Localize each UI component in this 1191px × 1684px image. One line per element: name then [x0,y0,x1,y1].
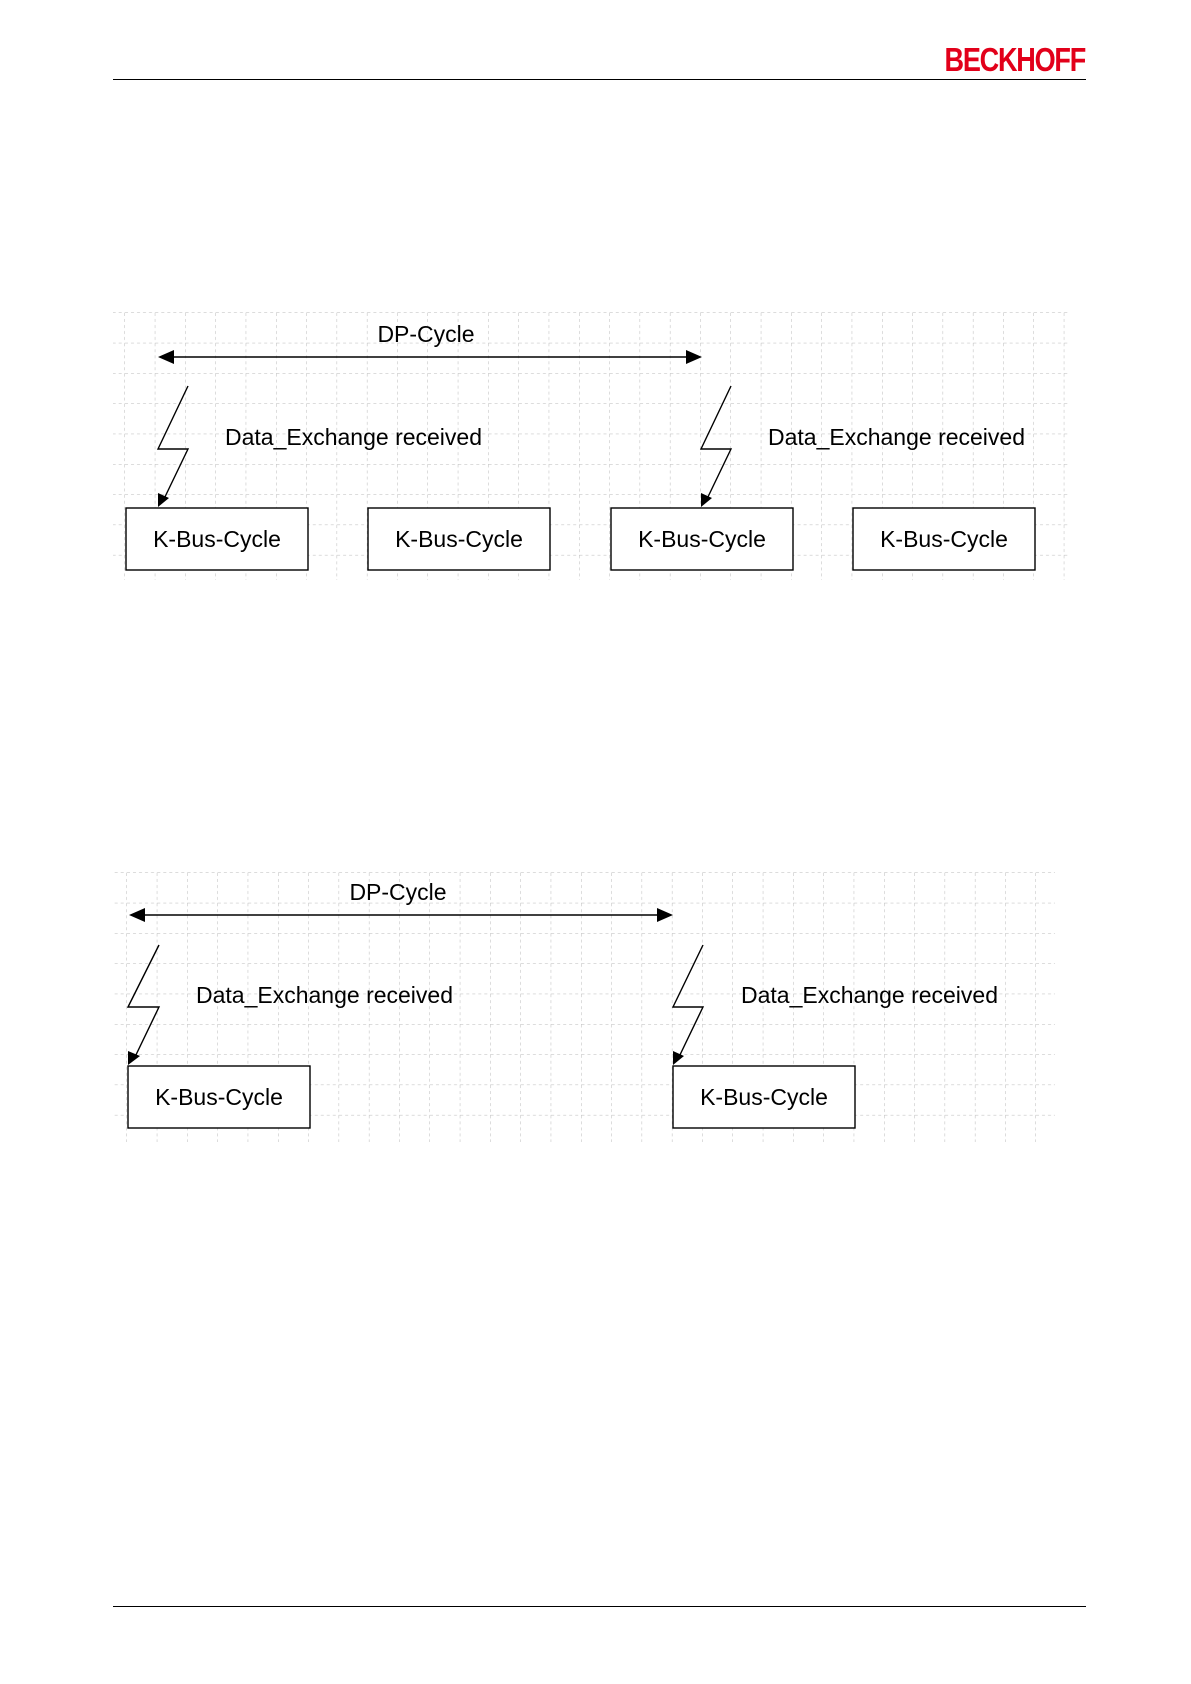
data-exchange-label: Data_Exchange received [225,424,482,450]
svg-text:K-Bus-Cycle: K-Bus-Cycle [395,526,523,552]
data-exchange-label: Data_Exchange received [768,424,1025,450]
svg-text:K-Bus-Cycle: K-Bus-Cycle [700,1084,828,1110]
data-exchange-label: Data_Exchange received [196,982,453,1008]
footer-rule [113,1606,1086,1607]
svg-text:K-Bus-Cycle: K-Bus-Cycle [153,526,281,552]
dp-cycle-label: DP-Cycle [349,879,446,905]
kbus-cycle-box: K-Bus-Cycle [853,508,1035,570]
data-exchange-label: Data_Exchange received [741,982,998,1008]
header-rule [113,79,1086,80]
dp-cycle-label: DP-Cycle [377,321,474,347]
timing-diagram-two-kbus-cycles: DP-Cycle Data_Exchange received Data_Exc… [0,858,1191,1148]
kbus-cycle-box: K-Bus-Cycle [673,1066,855,1128]
svg-text:K-Bus-Cycle: K-Bus-Cycle [880,526,1008,552]
kbus-cycle-box: K-Bus-Cycle [128,1066,310,1128]
kbus-cycle-box: K-Bus-Cycle [368,508,550,570]
timing-diagram-four-kbus-cycles: DP-Cycle Data_Exchange received Data_Exc… [0,300,1191,590]
svg-text:K-Bus-Cycle: K-Bus-Cycle [155,1084,283,1110]
kbus-cycle-box: K-Bus-Cycle [126,508,308,570]
kbus-cycle-box: K-Bus-Cycle [611,508,793,570]
svg-text:K-Bus-Cycle: K-Bus-Cycle [638,526,766,552]
beckhoff-logo: BECKHOFF [933,42,1085,78]
